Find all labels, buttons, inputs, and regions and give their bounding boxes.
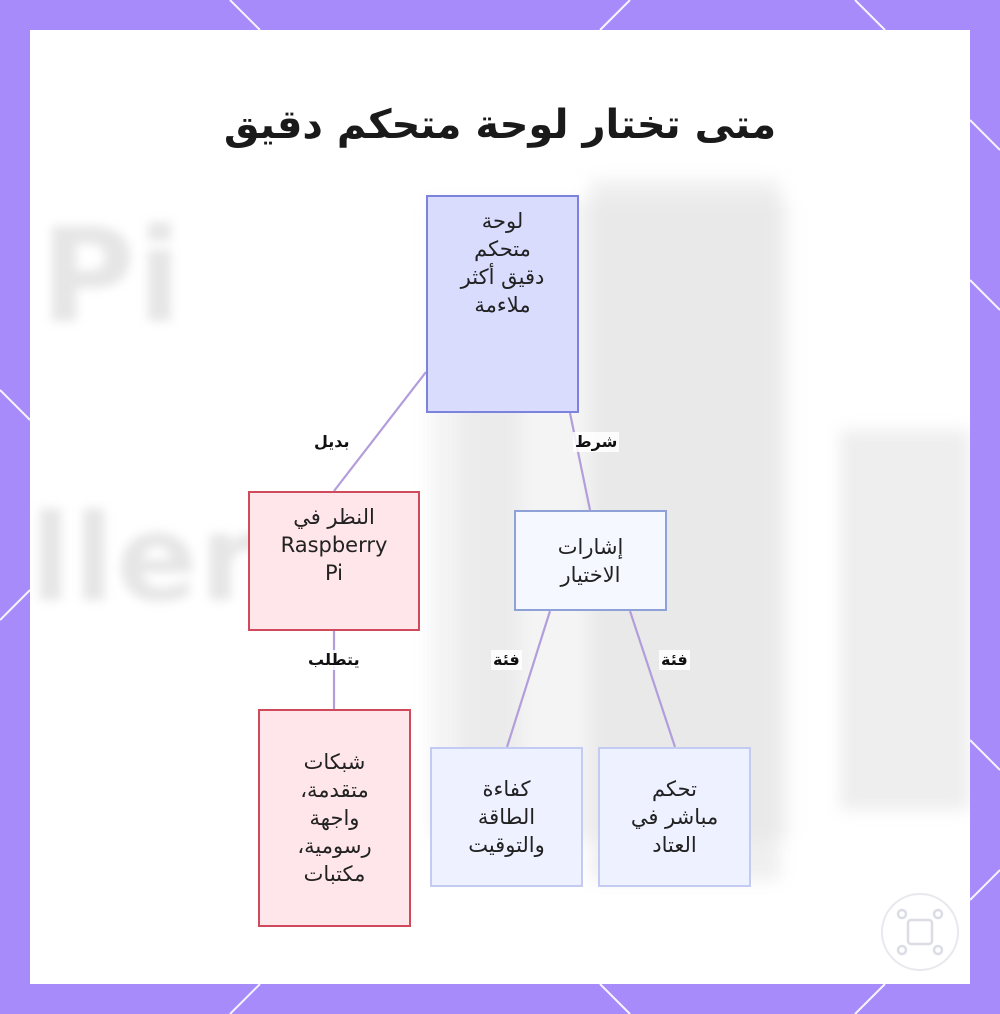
node-line: مكتبات [303,862,366,886]
edge-label-alternative: بديل [312,432,352,452]
diagram-title: متى تختار لوحة متحكم دقيق [223,102,777,148]
edges [332,371,677,748]
edge-label-category-left: فئة [491,650,522,670]
node-line: ملاءمة [474,293,531,317]
node-line: دقيق أكثر [460,265,545,289]
node-suitable-microcontroller: لوحة متحكم دقيق أكثر ملاءمة [426,195,579,413]
node-line: إشارات [557,534,624,559]
node-line: شبكات [303,750,366,774]
node-line: العتاد [652,833,697,857]
node-line: Raspberry [280,533,388,557]
node-line: كفاءة [482,777,531,801]
background-word-pi: Pi [40,200,184,352]
node-line: رسومية، [297,834,372,858]
node-line: لوحة [481,209,524,233]
node-line: Pi [324,561,344,585]
node-line: تحكم [652,777,697,801]
edge-signals-efficiency [505,610,552,748]
node-line: النظر في [293,505,375,529]
watermark-logo-icon [881,893,959,971]
node-direct-hardware-control: تحكم مباشر في العتاد [598,747,751,887]
edge-label-condition: شرط [573,432,620,452]
node-line: الطاقة [477,805,536,829]
node-selection-signals: إشارات الاختيار [514,510,667,611]
node-line: مباشر في [630,805,719,829]
edge-root-raspberry [333,371,427,492]
node-consider-raspberry-pi: النظر في Raspberry Pi [248,491,420,631]
node-power-timing-efficiency: كفاءة الطاقة والتوقيت [430,747,583,887]
node-line: الاختيار [560,562,621,587]
edge-signals-control [628,610,677,748]
diagram-card: Pi llers متى تختار لوحة متحكم دقيق لوحة … [30,30,970,984]
node-line: متقدمة، [300,778,369,802]
edge-root-signals [568,412,592,511]
edge-label-category-right: فئة [659,650,690,670]
node-line: واجهة [309,806,360,830]
node-line: متحكم [474,237,531,261]
node-networks-gui-libraries: شبكات متقدمة، واجهة رسومية، مكتبات [258,709,411,927]
edge-label-requires: يتطلب [306,650,362,670]
node-line: والتوقيت [468,833,545,857]
